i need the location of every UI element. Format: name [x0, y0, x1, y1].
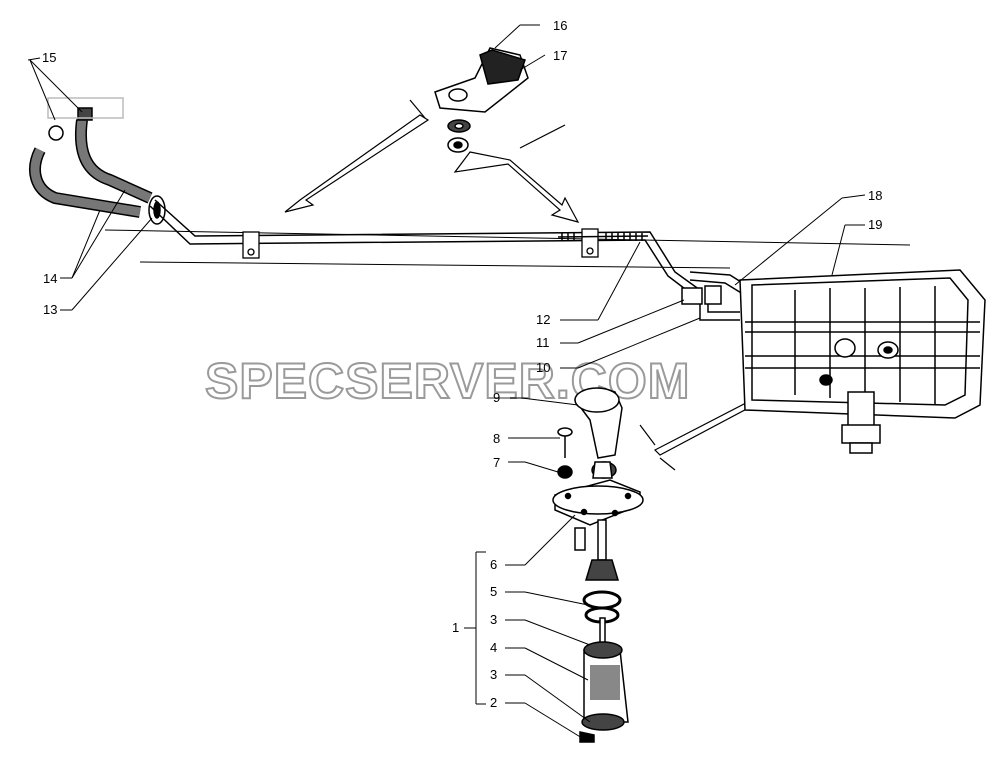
callout-13: 13	[43, 302, 57, 317]
callout-19: 19	[868, 217, 882, 232]
callout-7: 7	[493, 455, 500, 470]
callout-14: 14	[43, 271, 57, 286]
callout-9: 9	[493, 390, 500, 405]
callout-15: 15	[42, 50, 56, 65]
fuel-tank-19	[739, 269, 986, 454]
connector-11	[681, 285, 722, 305]
callout-3-upper: 3	[490, 612, 497, 627]
callout-18: 18	[868, 188, 882, 203]
callout-12: 12	[536, 312, 550, 327]
callout-8: 8	[493, 431, 500, 446]
callout-17: 17	[553, 48, 567, 63]
callout-16: 16	[553, 18, 567, 33]
sender-unit	[552, 387, 644, 743]
sleeve-12	[557, 233, 649, 241]
callout-3-lower: 3	[490, 667, 497, 682]
callout-2: 2	[490, 695, 497, 710]
callout-1: 1	[452, 620, 459, 635]
hose-14	[29, 97, 153, 218]
callout-5: 5	[490, 584, 497, 599]
bracket-assembly	[434, 47, 529, 153]
clamp-13	[148, 195, 166, 225]
callout-labels: 15 16 17 18 19 14 13 12 11 10 9 8 7 6 5 …	[42, 18, 882, 710]
callout-10: 10	[536, 360, 550, 375]
frame-lines	[104, 229, 911, 269]
leader-lines	[27, 24, 866, 739]
callout-4: 4	[490, 640, 497, 655]
callout-6: 6	[490, 557, 497, 572]
callout-11: 11	[536, 335, 550, 350]
fuel-pipe	[149, 199, 841, 351]
